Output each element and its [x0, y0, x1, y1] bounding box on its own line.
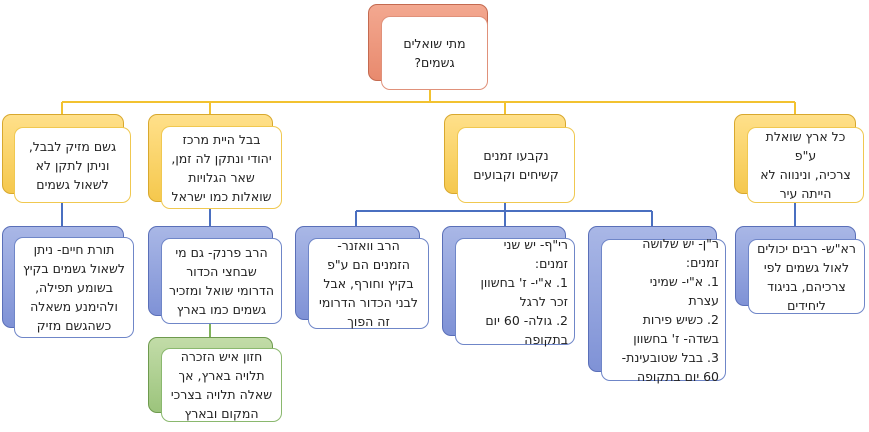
branch-bavel-text: בבל היית מרכז יהודי ונתקן לה זמן, שאר הג… — [171, 131, 272, 204]
detail-frank-text: הרב פרנק- גם מי שבחצי הכדור הדרומי שואל … — [168, 245, 275, 317]
branch-zmanim-node: נקבעו זמנים קשיחים וקבועים — [457, 127, 575, 203]
branch-bavel-node: בבל היית מרכז יהודי ונתקן לה זמן, שאר הג… — [161, 126, 282, 209]
branch-zmanim-text: נקבעו זמנים קשיחים וקבועים — [473, 148, 559, 182]
detail-frank-node: הרב פרנק- גם מי שבחצי הכדור הדרומי שואל … — [161, 238, 282, 324]
branch-mazik-text: גשם מזיק לבבל, וניתן לתקן לא לשאול גשמים — [28, 138, 117, 192]
root-node: מתי שואלים גשמים? — [381, 16, 488, 90]
detail-chazon-node: חזון איש הזכרה תלויה בארץ, אך שאלה תלויה… — [161, 348, 282, 422]
branch-mazik-node: גשם מזיק לבבל, וניתן לתקן לא לשאול גשמים — [14, 127, 131, 203]
detail-ran-text: ר"ן- יש שלושה זמנים: 1. א"י- שמיני עצרת … — [621, 236, 719, 384]
detail-rosh-node: רא"ש- רבים יכולים לאול גשמים לפי צרכיהם,… — [748, 239, 865, 314]
detail-rif-node: רי"ף- יש שני זמנים: 1. א"י- ז' בחשוון זכ… — [455, 237, 575, 347]
root-node-text: מתי שואלים גשמים? — [403, 36, 466, 70]
detail-rosh-text: רא"ש- רבים יכולים לאול גשמים לפי צרכיהם,… — [757, 240, 856, 313]
detail-rif-text: רי"ף- יש שני זמנים: 1. א"י- ז' בחשוון זכ… — [480, 236, 569, 347]
branch-eretz-node: כל ארץ שואלת ע"פ צרכיה, ונינווה לא הייתה… — [747, 127, 864, 203]
detail-weiser-text: הרב וואזנר- הזמנים הם ע"פ בקיץ וחורף, אב… — [319, 238, 418, 329]
detail-ran-node: ר"ן- יש שלושה זמנים: 1. א"י- שמיני עצרת … — [601, 236, 726, 384]
detail-weiser-node: הרב וואזנר- הזמנים הם ע"פ בקיץ וחורף, אב… — [308, 238, 429, 329]
detail-torat-node: תורת חיים- ניתן לשאול גשמים בקיץ בשומע ת… — [14, 237, 134, 338]
branch-eretz-text: כל ארץ שואלת ע"פ צרכיה, ונינווה לא הייתה… — [760, 129, 851, 201]
detail-chazon-text: חזון איש הזכרה תלויה בארץ, אך שאלה תלויה… — [170, 349, 273, 421]
detail-torat-text: תורת חיים- ניתן לשאול גשמים בקיץ בשומע ת… — [23, 242, 125, 333]
